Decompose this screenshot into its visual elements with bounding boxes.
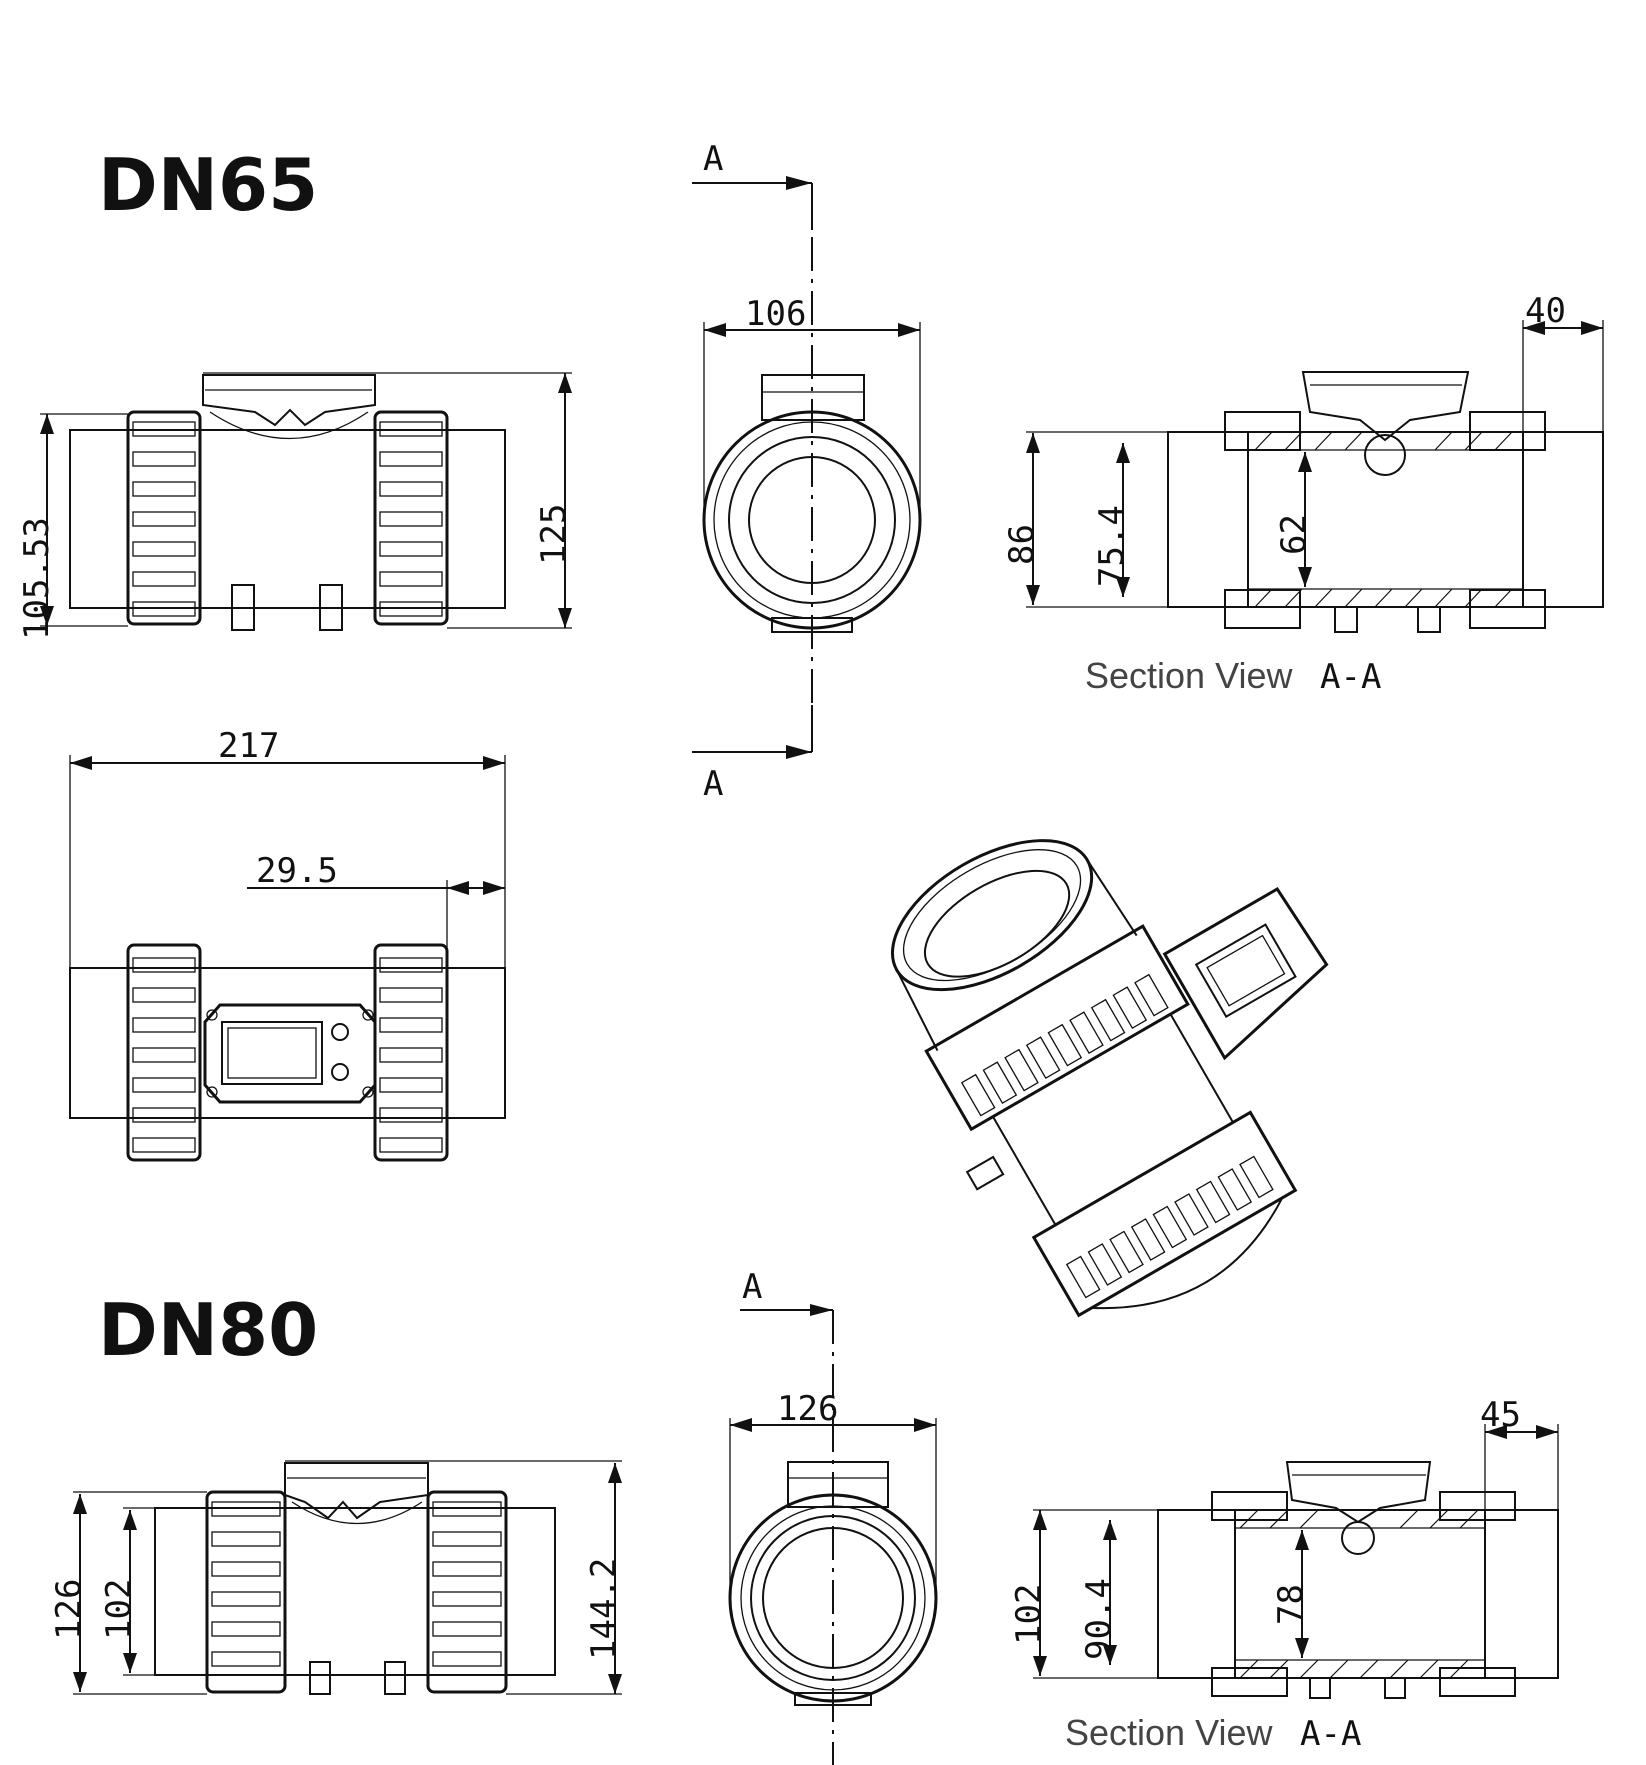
- dn80-left-nut-ribs: [211, 1501, 281, 1667]
- dn65-end-view: A A 106: [692, 139, 922, 804]
- dn65-top-view: 217 29.5: [69, 726, 506, 1162]
- dn65-top-right-nut-ribs: [379, 957, 443, 1153]
- dn80-section-caption-id: A-A: [1300, 1714, 1361, 1754]
- dn65-top-left-nut-ribs: [132, 957, 196, 1153]
- dn80-dim-height-total: 144.2: [584, 1558, 624, 1660]
- dn80-end-view: A 126: [728, 1267, 938, 1765]
- iso-nut1-ribs: [960, 973, 1169, 1117]
- dn65-dim-thread-diameter: 75.4: [1092, 505, 1132, 587]
- dn65-section-hatch-bottom: [1248, 588, 1523, 608]
- dn65-dim-overall-length: 217: [218, 726, 279, 766]
- dn65-dim-top-tail-length: 29.5: [256, 851, 338, 891]
- dn65-section-caption: Section View: [1085, 655, 1293, 696]
- dn80-section-hatch-bottom: [1235, 1659, 1485, 1679]
- dn80-dim-inner-diameter: 78: [1271, 1584, 1311, 1625]
- dn65-left-nut-ribs: [132, 421, 196, 617]
- dn80-dim-outer-diameter: 102: [1009, 1584, 1049, 1645]
- dn80-dim-height-outer: 126: [49, 1579, 89, 1640]
- dn65-right-nut-ribs: [379, 421, 443, 617]
- dn80-front-view: 126 102 144.2: [49, 1460, 624, 1695]
- dn65-dim-outer-diameter: 86: [1002, 524, 1042, 565]
- dn80-dim-thread-diameter: 90.4: [1079, 1578, 1119, 1660]
- dn65-dim-height-total: 125: [534, 504, 574, 565]
- dn80-dim-height-inner: 102: [99, 1579, 139, 1640]
- dn80-right-nut-ribs: [432, 1501, 502, 1667]
- dn65-section-caption-id: A-A: [1320, 657, 1381, 697]
- dn80-section-hatch-top: [1235, 1509, 1485, 1529]
- dn80-dim-tail-length: 45: [1480, 1395, 1521, 1435]
- dn65-dim-inner-diameter: 62: [1274, 514, 1314, 555]
- dn65-section-hatch-top: [1248, 431, 1523, 451]
- dn80-section-marker-top: A: [742, 1267, 762, 1307]
- dn65-section-marker-top: A: [703, 139, 723, 179]
- dn65-section-marker-bottom: A: [703, 764, 723, 804]
- dn65-dim-end-width: 106: [745, 294, 806, 334]
- isometric-view: [890, 839, 1329, 1318]
- dn80-section-view: 102 90.4 78 45 Section View A-A: [1009, 1395, 1559, 1754]
- dn65-section-view: 86 75.4 62 40 Section View A-A: [1002, 291, 1604, 697]
- dn80-dim-end-width: 126: [777, 1389, 838, 1429]
- dn65-dim-tail-length: 40: [1525, 291, 1566, 331]
- dn65-heading: DN65: [98, 143, 318, 227]
- iso-nut2-ribs: [1065, 1155, 1274, 1299]
- dn65-dim-height-outer: 105.53: [17, 517, 57, 640]
- dn80-section-caption: Section View: [1065, 1712, 1273, 1753]
- dn80-heading: DN80: [98, 1288, 318, 1372]
- dn65-front-view: 105.53 125: [17, 372, 574, 640]
